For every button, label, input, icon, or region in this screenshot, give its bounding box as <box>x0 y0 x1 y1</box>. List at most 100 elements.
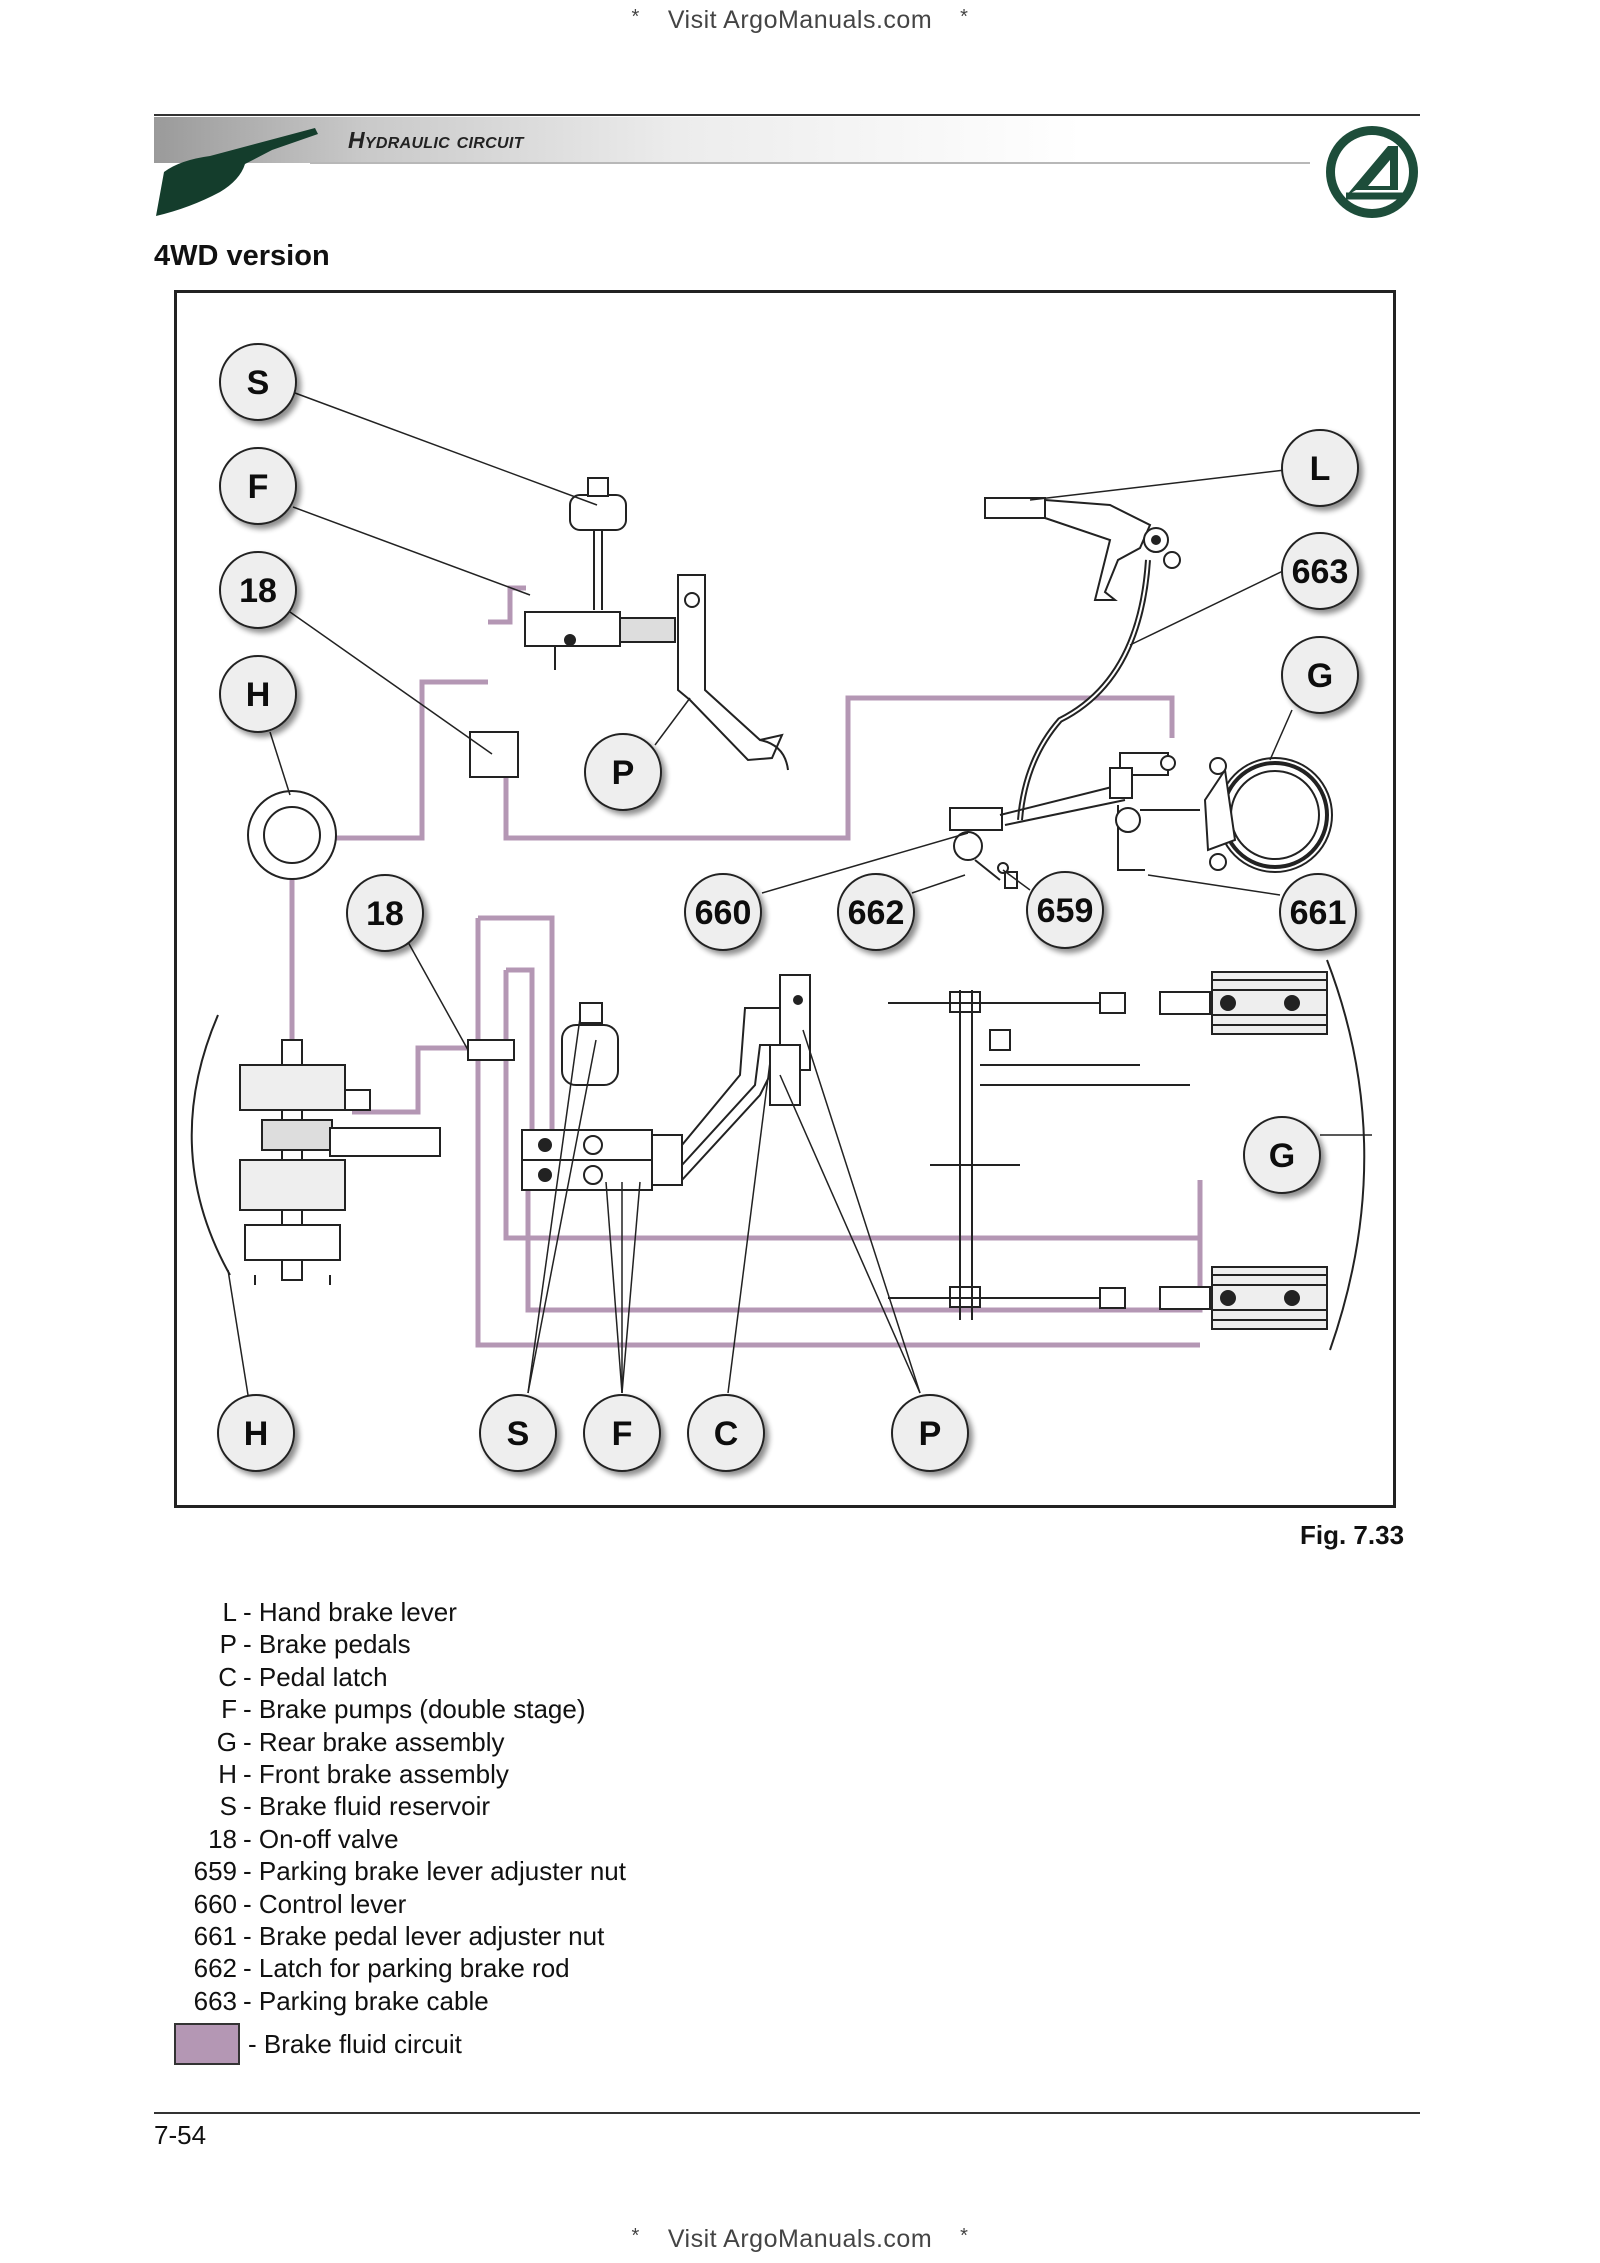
callout-g-top: G <box>1281 636 1359 714</box>
legend-item: P- Brake pedals <box>150 1628 850 1660</box>
legend-desc: - Parking brake cable <box>243 1985 489 2016</box>
legend-item: 663- Parking brake cable <box>150 1985 850 2017</box>
front-brake-disc <box>247 790 337 880</box>
callout-g-mid: G <box>1243 1116 1321 1194</box>
star-glyph: * <box>960 2225 969 2247</box>
watermark-text: Visit ArgoManuals.com <box>667 6 933 34</box>
legend-desc: - Rear brake assembly <box>243 1726 505 1757</box>
svg-text:661: 661 <box>1290 894 1347 932</box>
figure-caption: Fig. 7.33 <box>1300 1520 1405 1550</box>
svg-text:S: S <box>507 1415 530 1453</box>
legend-key: 659 <box>193 1856 237 1887</box>
callout-661: 661 <box>1279 873 1357 951</box>
callout-f-bot: F <box>583 1394 661 1472</box>
legend-item: H- Front brake assembly <box>150 1758 850 1790</box>
brake-circuit-diagram: S F 18 H P L 663 G 18 660 662 659 <box>190 343 1372 1472</box>
svg-text:18: 18 <box>239 572 277 610</box>
legend-circuit-row: - Brake fluid circuit <box>150 2023 850 2066</box>
callout-s-top: S <box>219 343 297 421</box>
watermark-text: Visit ArgoManuals.com <box>667 2225 933 2253</box>
legend-desc: - Control lever <box>243 1888 407 1919</box>
legend-desc: - On-off valve <box>243 1823 399 1854</box>
star-glyph: * <box>631 6 640 28</box>
legend-desc: - Hand brake lever <box>243 1597 457 1627</box>
callout-663: 663 <box>1281 532 1359 610</box>
on-off-valve-top <box>469 731 519 778</box>
legend-desc: - Brake pedal lever adjuster nut <box>243 1920 605 1951</box>
svg-text:H: H <box>246 676 271 714</box>
brake-pumps-lower <box>467 1002 683 1191</box>
svg-text:663: 663 <box>1292 553 1349 591</box>
legend-desc: - Pedal latch <box>243 1661 388 1692</box>
callout-p-bot: P <box>891 1394 969 1472</box>
front-brake-assembly <box>239 1039 441 1285</box>
svg-text:F: F <box>612 1415 633 1453</box>
header-rule <box>154 114 1420 116</box>
brake-fluid-swatch <box>174 2023 240 2066</box>
section-title: Hydraulic circuit <box>348 127 524 153</box>
top-watermark: * Visit ArgoManuals.com * <box>0 6 1600 35</box>
header-band-line <box>310 162 1310 164</box>
callout-660: 660 <box>684 873 762 951</box>
legend-key: 18 <box>208 1823 237 1854</box>
callout-h-top: H <box>219 655 297 733</box>
legend-item: G- Rear brake assembly <box>150 1726 850 1758</box>
callout-18-mid: 18 <box>346 874 424 952</box>
brake-fluid-lines <box>289 585 1203 1348</box>
brand-logo-icon <box>1326 126 1418 218</box>
svg-text:S: S <box>247 364 270 402</box>
legend-item: L- Hand brake lever <box>150 1596 850 1628</box>
legend-item: F- Brake pumps (double stage) <box>150 1693 850 1725</box>
callout-h-bot: H <box>217 1394 295 1472</box>
footer-rule <box>154 2112 1420 2114</box>
legend-key: 662 <box>193 1953 237 1984</box>
svg-text:662: 662 <box>848 894 905 932</box>
svg-text:H: H <box>244 1415 269 1453</box>
legend-desc: - Brake fluid reservoir <box>243 1791 491 1822</box>
callout-c-bot: C <box>687 1394 765 1472</box>
svg-text:L: L <box>1310 450 1331 488</box>
legend: L- Hand brake lever P- Brake pedals C- P… <box>150 1596 850 2066</box>
svg-text:G: G <box>1307 657 1333 695</box>
leader-lines <box>227 392 1372 1396</box>
callout-662: 662 <box>837 873 915 951</box>
legend-item: 662- Latch for parking brake rod <box>150 1952 850 1984</box>
rear-group-bracket <box>1326 959 1366 1351</box>
legend-item: C- Pedal latch <box>150 1661 850 1693</box>
legend-item: 18- On-off valve <box>150 1823 850 1855</box>
legend-key: C <box>218 1661 237 1692</box>
legend-desc: - Front brake assembly <box>243 1758 509 1789</box>
header-band <box>154 117 1314 163</box>
figure-frame <box>174 290 1396 1508</box>
svg-text:P: P <box>919 1415 942 1453</box>
brake-pedal <box>677 574 789 771</box>
legend-desc: - Parking brake lever adjuster nut <box>243 1856 626 1887</box>
parking-brake-linkage <box>949 752 1200 889</box>
master-cylinder-top <box>524 477 676 670</box>
legend-key: 661 <box>193 1920 237 1951</box>
legend-item: 659- Parking brake lever adjuster nut <box>150 1855 850 1887</box>
callout-f-top: F <box>219 447 297 525</box>
pointing-hand-icon <box>156 128 318 216</box>
legend-key: H <box>218 1758 237 1789</box>
legend-circuit-label: - Brake fluid circuit <box>248 2028 462 2059</box>
legend-desc: - Latch for parking brake rod <box>243 1953 570 1984</box>
legend-key: L <box>222 1597 237 1627</box>
callout-18-top: 18 <box>219 551 297 629</box>
legend-item: 660- Control lever <box>150 1888 850 1920</box>
svg-text:659: 659 <box>1037 892 1094 930</box>
hand-brake-lever <box>984 497 1181 821</box>
legend-key: G <box>216 1726 237 1757</box>
legend-desc: - Brake pumps (double stage) <box>243 1694 586 1725</box>
legend-key: F <box>221 1694 237 1725</box>
star-glyph: * <box>960 6 969 28</box>
svg-text:P: P <box>612 754 635 792</box>
pump-linkage <box>681 974 811 1181</box>
legend-key: S <box>219 1791 237 1822</box>
callout-s-bot: S <box>479 1394 557 1472</box>
rear-brake-assembly-top <box>1099 971 1328 1035</box>
star-glyph: * <box>631 2225 640 2247</box>
legend-item: 661- Brake pedal lever adjuster nut <box>150 1920 850 1952</box>
callout-p-top: P <box>584 733 662 811</box>
legend-key: 663 <box>193 1985 237 2016</box>
